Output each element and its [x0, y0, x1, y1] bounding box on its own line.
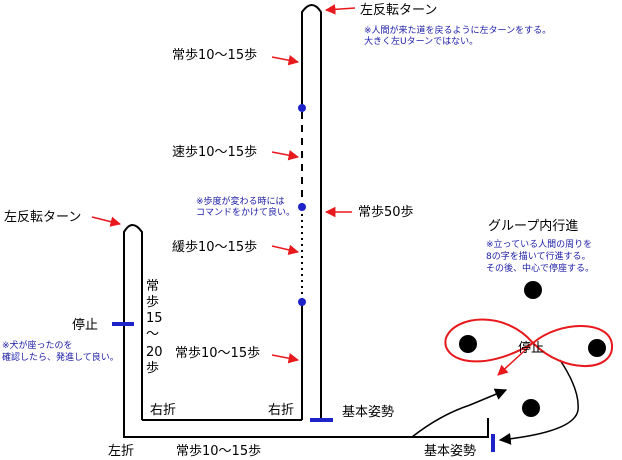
pace-change-dot-2	[298, 203, 306, 211]
label-group: グループ内行進	[488, 218, 578, 234]
label-right-turn-1: 右折	[150, 403, 176, 418]
pointer-left-turn	[91, 216, 122, 227]
label-normal-bottom-row: 常歩10～15歩	[176, 444, 261, 459]
label-right-turn-2: 右折	[268, 403, 294, 418]
pointer-normal-top	[271, 55, 300, 66]
label-normal-bottom: 常歩10～15歩	[175, 346, 260, 361]
note-pace-line-1: ※歩度が変わる時には	[196, 195, 285, 207]
pointer-fast	[271, 150, 300, 161]
pointer-slow	[271, 244, 300, 255]
note-top-line-2: 大きく左Uターンではない。	[364, 35, 478, 47]
pointer-top-turn	[324, 4, 356, 15]
figure8-direction	[497, 342, 534, 376]
label-fast: 速歩10～15歩	[172, 145, 257, 160]
course-path-to-group	[411, 388, 508, 438]
pointer-normal-bottom	[271, 353, 300, 364]
label-slow: 緩歩10～15歩	[172, 240, 257, 255]
label-normal-vertical-1: 常	[146, 279, 159, 294]
note-group-line-1: ※立っている人間の周りを	[486, 238, 592, 250]
label-normal-vertical-6: 歩	[146, 361, 159, 376]
label-stop-left: 停止	[72, 317, 98, 333]
label-left-turn-top: 左反転ターン	[360, 3, 437, 18]
label-normal-50: 常歩50歩	[358, 205, 414, 220]
label-normal-vertical-3: 15	[146, 311, 163, 326]
label-left-turn-left: 左反転ターン	[4, 210, 81, 225]
pace-change-dot-1	[298, 104, 306, 112]
person-left	[459, 335, 477, 353]
note-dog-line-2: 確認したら、発進して良い。	[2, 351, 119, 363]
pace-change-dot-3	[298, 298, 306, 306]
note-top-line-1: ※人間が来た道を戻るように左ターンをする。	[364, 24, 551, 36]
course-path-left-u	[123, 224, 489, 438]
label-normal-top: 常歩10～15歩	[172, 48, 257, 63]
person-right	[588, 339, 606, 357]
course-path-main	[301, 4, 322, 420]
note-dog-line-1: ※犬が座ったのを	[2, 339, 73, 351]
person-bottom	[522, 399, 540, 417]
person-top	[524, 281, 542, 299]
label-stop-center: 停止	[518, 340, 544, 356]
label-basic-posture-1: 基本姿勢	[342, 404, 394, 420]
label-basic-posture-2: 基本姿勢	[424, 443, 476, 459]
note-pace-line-2: コマンドをかけて良い。	[196, 206, 295, 218]
note-group-line-2: 8の字を描いて行進する。	[486, 250, 590, 262]
label-left-turn-bottom: 左折	[108, 444, 134, 459]
label-normal-vertical-2: 歩	[146, 295, 159, 310]
course-path-from-group	[498, 359, 579, 445]
label-normal-vertical-4: ～	[146, 327, 159, 342]
label-normal-vertical-5: 20	[146, 345, 163, 360]
note-group-line-3: その後、中心で停座する。	[486, 262, 594, 274]
